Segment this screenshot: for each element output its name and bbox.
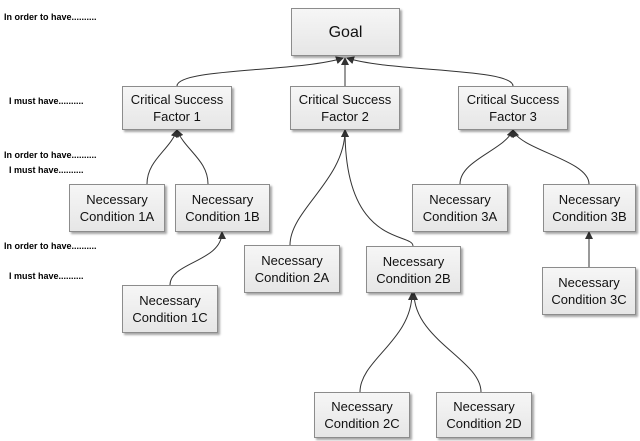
row-label-in-order-to-have: In order to have.......... [4, 150, 97, 160]
nc-1b-label: Necessary Condition 1B [185, 192, 260, 224]
row-label-i-must-have: I must have.......... [9, 271, 84, 281]
connector-nc2d-nc2b [410, 292, 482, 393]
nc-3c-label: Necessary Condition 3C [551, 275, 627, 307]
goal-node: Goal [291, 8, 400, 56]
connector-nc3b-csf3 [511, 129, 590, 185]
connector-nc1b-csf1 [175, 129, 209, 185]
row-label-in-order-to-have: In order to have.......... [4, 12, 97, 22]
row-label-i-must-have: I must have.......... [9, 165, 84, 175]
connector-nc1a-csf1 [146, 129, 179, 185]
nc-2d-label: Necessary Condition 2D [446, 399, 522, 431]
nc-3b-node: Necessary Condition 3B [543, 184, 636, 232]
nc-2a-label: Necessary Condition 2A [254, 253, 330, 285]
csf-1-label: Critical Success Factor 1 [130, 92, 224, 124]
nc-3a-label: Necessary Condition 3A [422, 192, 498, 224]
connector-csf1-goal [176, 56, 344, 87]
nc-1a-label: Necessary Condition 1A [79, 192, 155, 224]
connector-nc2c-nc2b [359, 292, 416, 393]
nc-3a-node: Necessary Condition 3A [412, 184, 508, 232]
row-label-in-order-to-have: In order to have.......... [4, 241, 97, 251]
nc-2a-node: Necessary Condition 2A [244, 245, 340, 293]
csf-3-label: Critical Success Factor 3 [466, 92, 560, 124]
nc-1b-node: Necessary Condition 1B [175, 184, 270, 232]
nc-2c-label: Necessary Condition 2C [324, 399, 400, 431]
nc-3c-node: Necessary Condition 3C [542, 267, 636, 315]
connector-nc1c-nc1b [169, 231, 226, 286]
nc-2b-node: Necessary Condition 2B [366, 246, 461, 293]
csf-1-node: Critical Success Factor 1 [122, 86, 232, 130]
csf-2-label: Critical Success Factor 2 [298, 92, 392, 124]
nc-3b-label: Necessary Condition 3B [552, 192, 627, 224]
nc-2b-label: Necessary Condition 2B [376, 253, 451, 286]
nc-2c-node: Necessary Condition 2C [314, 392, 410, 438]
goal-label: Goal [328, 23, 363, 41]
connector-nc2b-csf2 [341, 129, 414, 247]
row-label-i-must-have: I must have.......... [9, 96, 84, 106]
connector-nc2a-csf2 [289, 129, 349, 246]
connector-nc3a-csf3 [459, 129, 515, 185]
csf-2-node: Critical Success Factor 2 [290, 86, 400, 130]
csf-3-node: Critical Success Factor 3 [458, 86, 568, 130]
nc-1c-node: Necessary Condition 1C [122, 285, 218, 333]
connector-csf3-goal [346, 56, 514, 87]
nc-1c-label: Necessary Condition 1C [132, 293, 208, 325]
nc-2d-node: Necessary Condition 2D [436, 392, 532, 438]
nc-1a-node: Necessary Condition 1A [69, 184, 165, 232]
